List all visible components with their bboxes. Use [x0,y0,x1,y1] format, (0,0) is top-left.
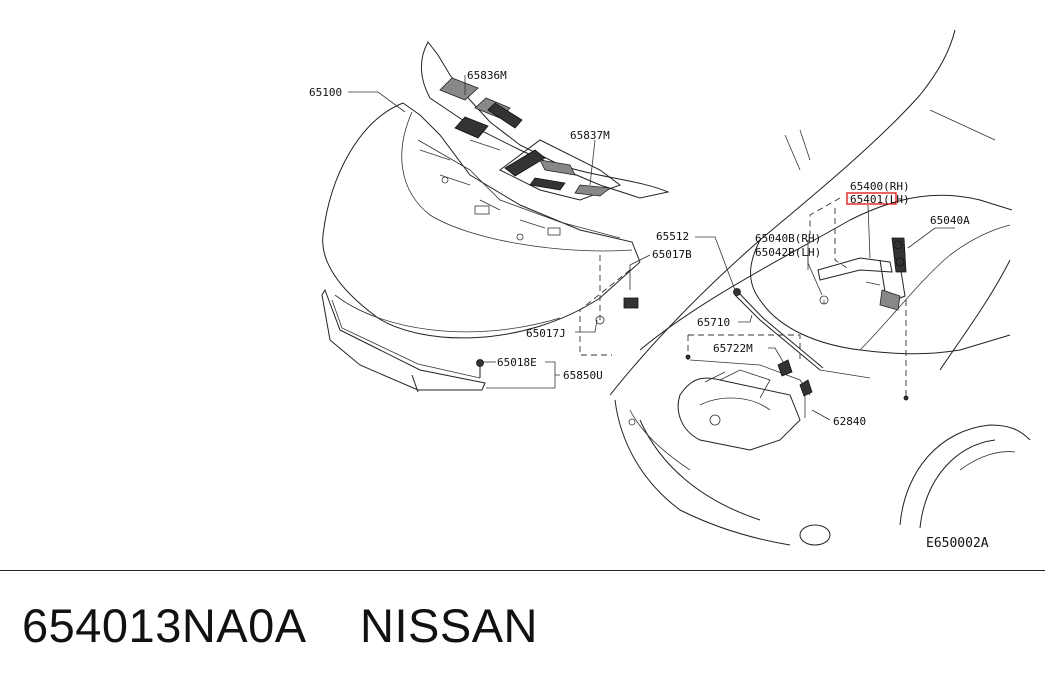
label-65850U: 65850U [563,369,603,382]
label-65100: 65100 [309,86,342,99]
label-65017B: 65017B [652,248,692,261]
label-65837M: 65837M [570,129,610,142]
vehicle-body [609,29,1031,546]
label-65401-lh: 65401(LH) [850,193,910,206]
hood-rod [733,288,871,418]
label-65722M: 65722M [713,342,753,355]
hood-insulator [421,41,670,199]
part-number: 654013NA0A [22,599,307,652]
brand-name: NISSAN [360,599,538,652]
label-65400-rh: 65400(RH) [850,180,910,193]
hood-panel [322,102,641,339]
label-65040B-rh: 65040B(RH) [755,232,821,245]
label-65017J: 65017J [526,327,566,340]
callout-labels: 65100 65836M 65837M 65400(RH) 65401(LH) … [309,69,989,551]
label-65836M: 65836M [467,69,507,82]
label-65042B-lh: 65042B(LH) [755,246,821,259]
label-62840: 62840 [833,415,866,428]
label-65710: 65710 [697,316,730,329]
diagram-code: E650002A [926,536,989,551]
right-leaders [685,197,955,421]
front-molding [321,288,486,393]
hood-hinge [817,237,907,311]
label-65018E: 65018E [497,356,537,369]
hood-seal [499,139,622,201]
label-65512: 65512 [656,230,689,243]
footer-divider [0,570,1045,571]
label-65040A: 65040A [930,214,970,227]
left-leaders [348,75,651,389]
highlight-box [846,192,897,205]
parts-diagram: 65100 65836M 65837M 65400(RH) 65401(LH) … [309,29,1031,551]
